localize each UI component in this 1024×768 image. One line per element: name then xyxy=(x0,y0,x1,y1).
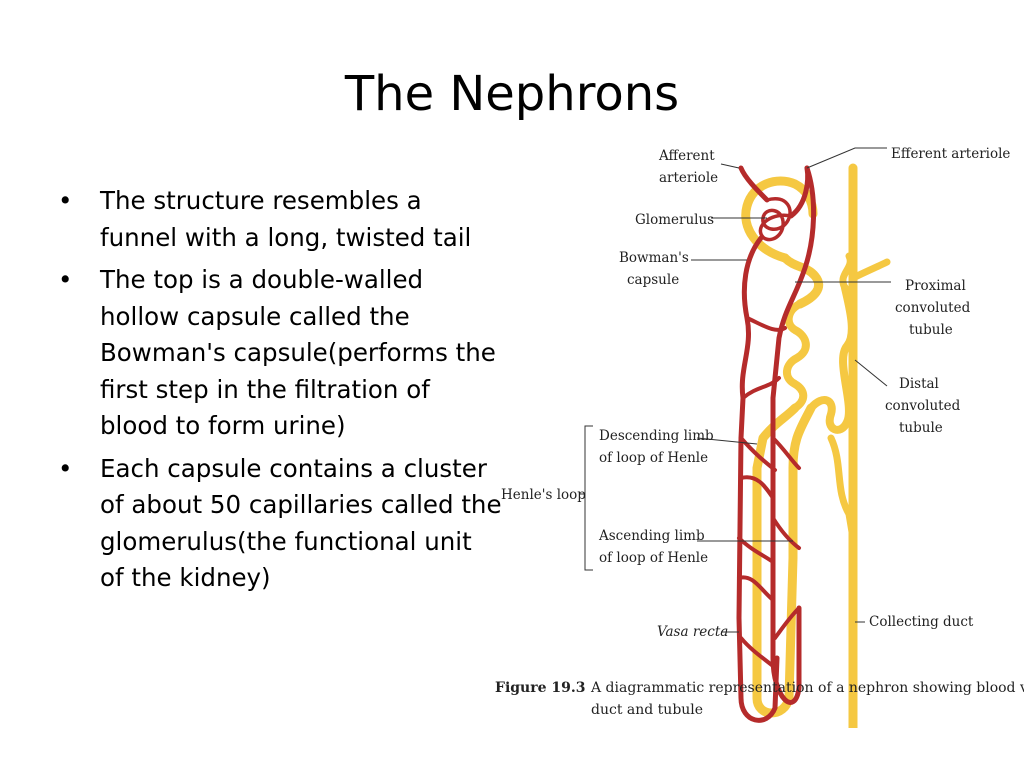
label-afferent-2: arteriole xyxy=(659,170,718,186)
afferent-arteriole xyxy=(738,165,770,203)
bullet-text: The top is a double-walled hollow capsul… xyxy=(100,265,496,440)
proximal-tubule xyxy=(783,300,810,412)
bullet-item: • The top is a double-walled hollow capsu… xyxy=(58,262,503,445)
label-proximal-2: convoluted xyxy=(895,300,971,316)
bullet-icon: • xyxy=(58,186,73,215)
label-afferent-1: Afferent xyxy=(658,148,715,164)
label-bowman-2: capsule xyxy=(627,272,679,288)
label-descending-2: of loop of Henle xyxy=(599,450,708,466)
tubule-system xyxy=(741,163,891,728)
label-vasa: Vasa recta xyxy=(657,624,728,640)
figure-caption: Figure 19.3 A diagrammatic representatio… xyxy=(495,680,1024,718)
bullet-item: • The structure resembles a funnel with a… xyxy=(58,183,503,256)
vessel-system xyxy=(736,165,817,723)
bullet-list: • The structure resembles a funnel with a… xyxy=(58,183,503,603)
slide-title: The Nephrons xyxy=(344,66,680,122)
label-henle: Henle's loop xyxy=(501,487,586,503)
label-distal-3: tubule xyxy=(899,420,943,436)
label-collecting: Collecting duct xyxy=(869,614,974,630)
caption-text-1: A diagrammatic representation of a nephr… xyxy=(590,680,1024,696)
descending-limb xyxy=(752,403,800,703)
leader-lines xyxy=(579,147,891,633)
ascending-limb xyxy=(752,403,816,718)
capsule-neck xyxy=(780,253,824,309)
duct-branch xyxy=(849,258,891,282)
label-descending-1: Descending limb xyxy=(599,428,714,444)
vasa-recta-left xyxy=(736,235,780,723)
label-distal-2: convoluted xyxy=(885,398,961,414)
bullet-icon: • xyxy=(58,453,73,483)
label-efferent: Efferent arteriole xyxy=(891,146,1010,162)
diagram-labels: Afferent arteriole Efferent arteriole Gl… xyxy=(501,146,1010,640)
label-bowman-1: Bowman's xyxy=(619,250,689,266)
glomerulus xyxy=(758,196,793,242)
bullet-text: Each capsule contains a cluster of about… xyxy=(100,453,502,593)
nephron-diagram: Afferent arteriole Efferent arteriole Gl… xyxy=(495,146,1024,728)
caption-text-2: duct and tubule xyxy=(591,702,703,718)
label-proximal-1: Proximal xyxy=(905,278,966,294)
distal-tubule xyxy=(807,284,856,434)
vasa-recta-right xyxy=(770,165,817,705)
bullet-text: The structure resembles a funnel with a … xyxy=(100,186,472,252)
label-proximal-3: tubule xyxy=(909,322,953,338)
bowmans-capsule xyxy=(741,176,818,263)
label-ascending-1: Ascending limb xyxy=(598,528,705,544)
bullet-item: • Each capsule contains a cluster of abou… xyxy=(58,451,503,597)
label-ascending-2: of loop of Henle xyxy=(599,550,708,566)
bullet-icon: • xyxy=(58,265,73,294)
capillary-network xyxy=(737,316,801,668)
label-glomerulus: Glomerulus xyxy=(635,212,714,228)
caption-figure: Figure 19.3 xyxy=(495,680,585,696)
label-distal-1: Distal xyxy=(899,376,939,392)
